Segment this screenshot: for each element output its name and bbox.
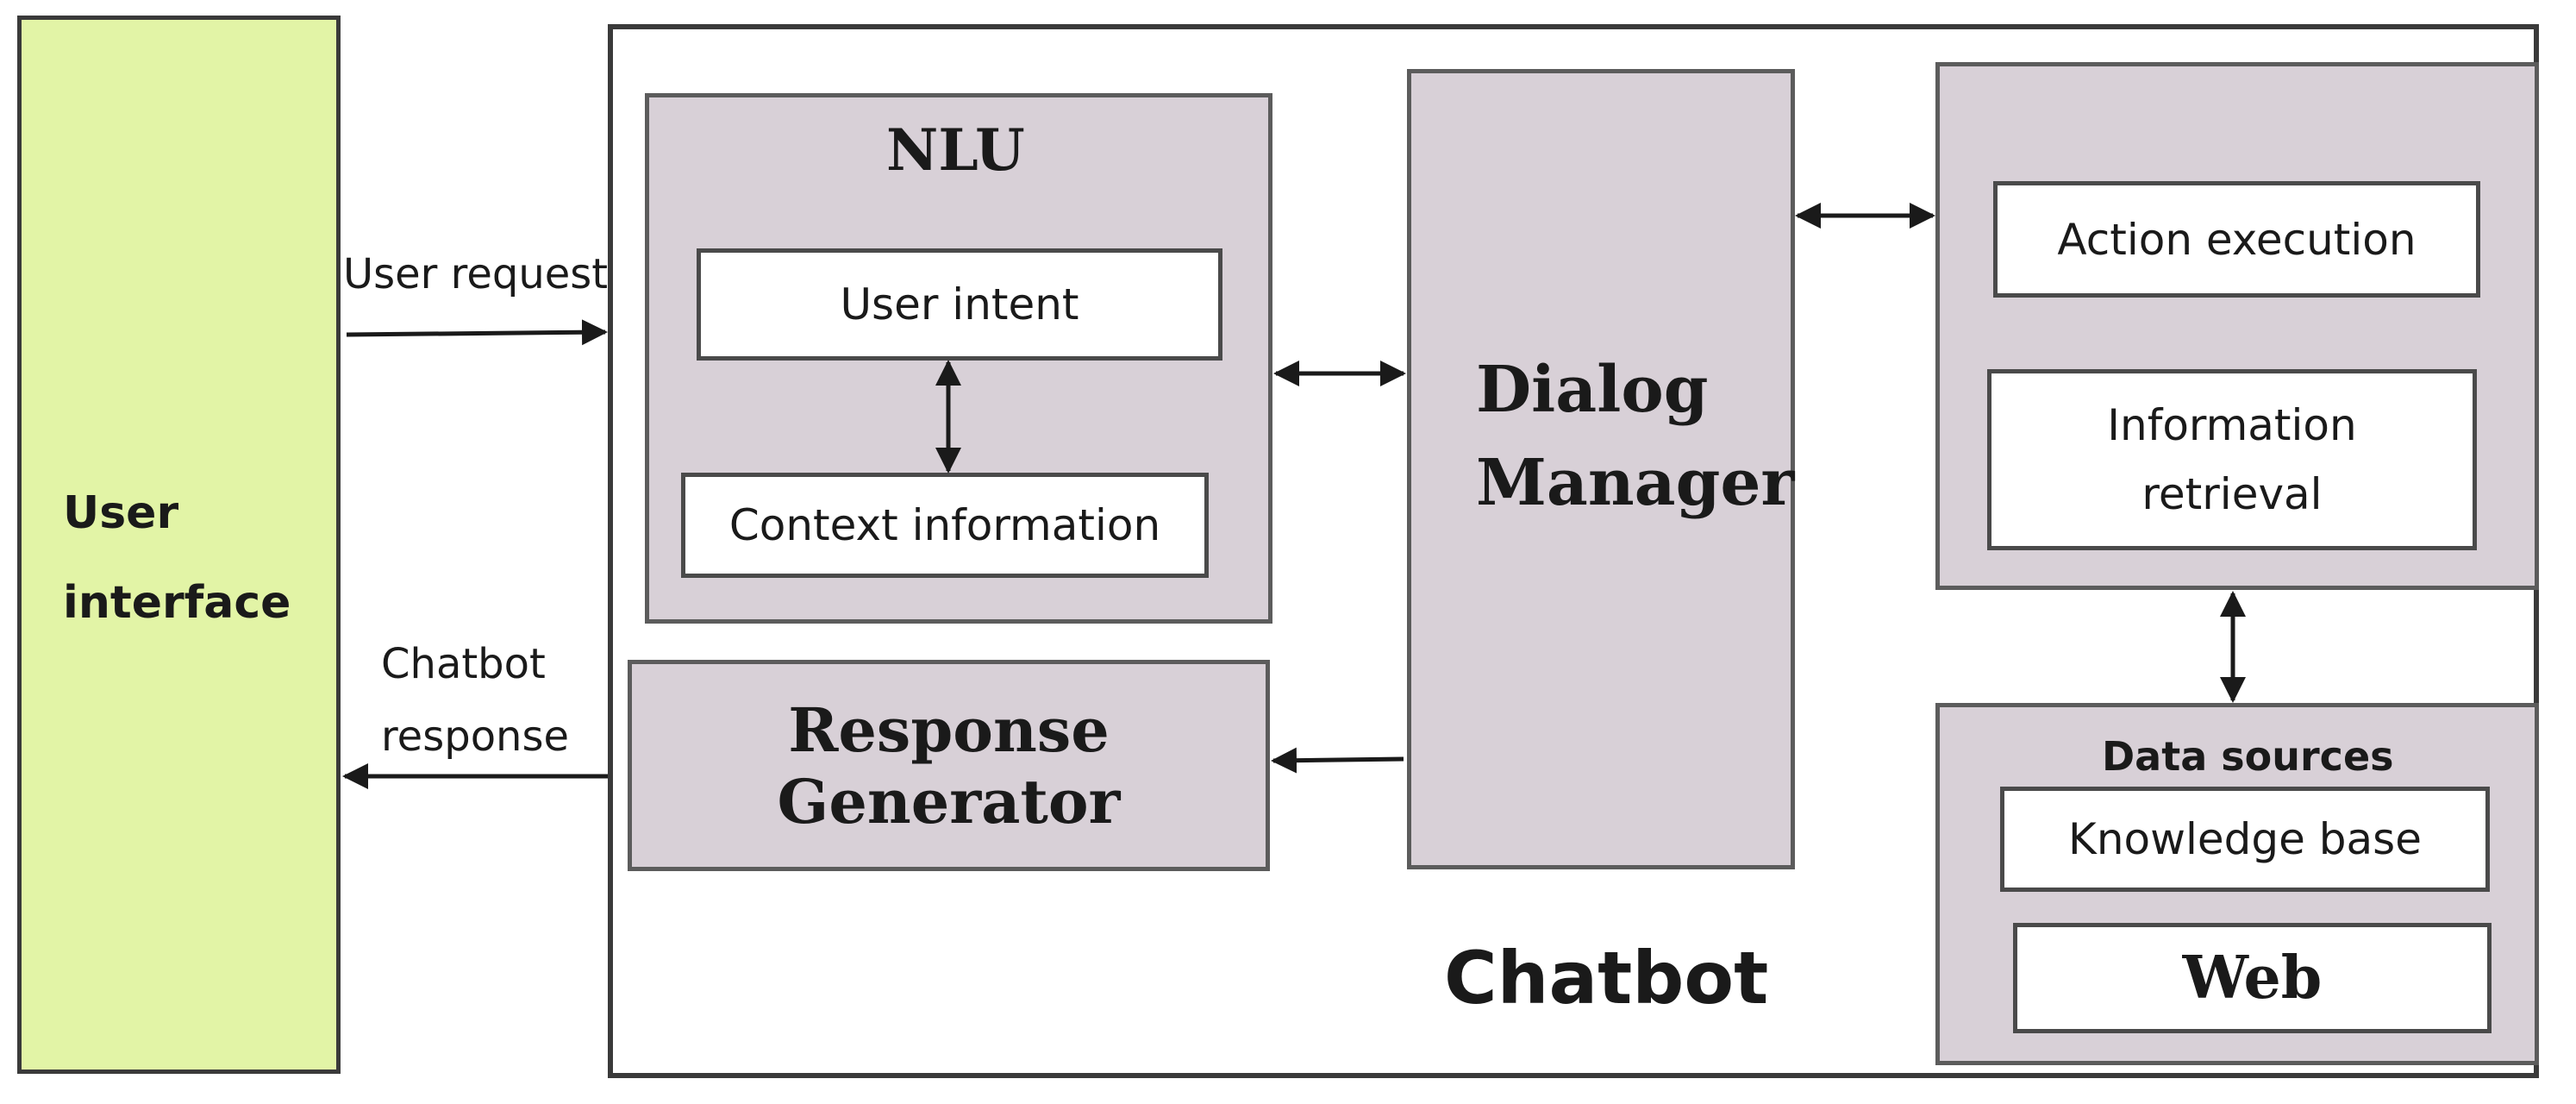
dialog-manager-label-line1: Dialog — [1476, 353, 1709, 427]
dialog-manager-box — [1407, 69, 1795, 869]
action-execution-label: Action execution — [2057, 214, 2417, 265]
nlu-title: NLU — [886, 116, 1025, 184]
dialog-manager-label-line2: Manager — [1476, 446, 1795, 520]
response-generator-box: Response Generator — [628, 660, 1270, 871]
data-sources-title: Data sources — [2102, 733, 2394, 780]
web-box: Web — [2013, 923, 2492, 1033]
response-generator-label: Response Generator — [777, 693, 1121, 837]
knowledge-base-box: Knowledge base — [2000, 787, 2490, 892]
user-intent-label: User intent — [840, 279, 1079, 329]
information-retrieval-label-line1: Information — [2107, 400, 2357, 450]
user-interface-label: User interface — [63, 468, 291, 648]
information-retrieval-label-line2: retrieval — [2141, 469, 2323, 519]
user-interface-label-line1: User — [63, 487, 179, 539]
web-label: Web — [2182, 944, 2323, 1013]
user-request-arrow — [346, 319, 608, 346]
chatbot-response-label-line2: response — [381, 712, 570, 761]
user-interface-box: User interface — [17, 16, 341, 1074]
knowledge-base-label: Knowledge base — [2068, 814, 2422, 864]
context-information-box: Context information — [681, 473, 1209, 578]
chatbot-response-label-line1: Chatbot — [381, 640, 546, 688]
user-request-label: User request — [343, 250, 609, 298]
context-information-label: Context information — [728, 500, 1161, 550]
dialog-manager-label: Dialog Manager — [1476, 343, 1794, 530]
action-execution-box: Action execution — [1993, 181, 2480, 298]
user-intent-box: User intent — [697, 248, 1222, 361]
information-retrieval-box: Information retrieval — [1987, 369, 2477, 550]
user-interface-label-line2: interface — [63, 577, 291, 629]
chatbot-response-label: Chatbot response — [381, 628, 569, 773]
chatbot-title: Chatbot — [1444, 936, 1769, 1020]
dialog-response-arrow — [1271, 747, 1404, 774]
